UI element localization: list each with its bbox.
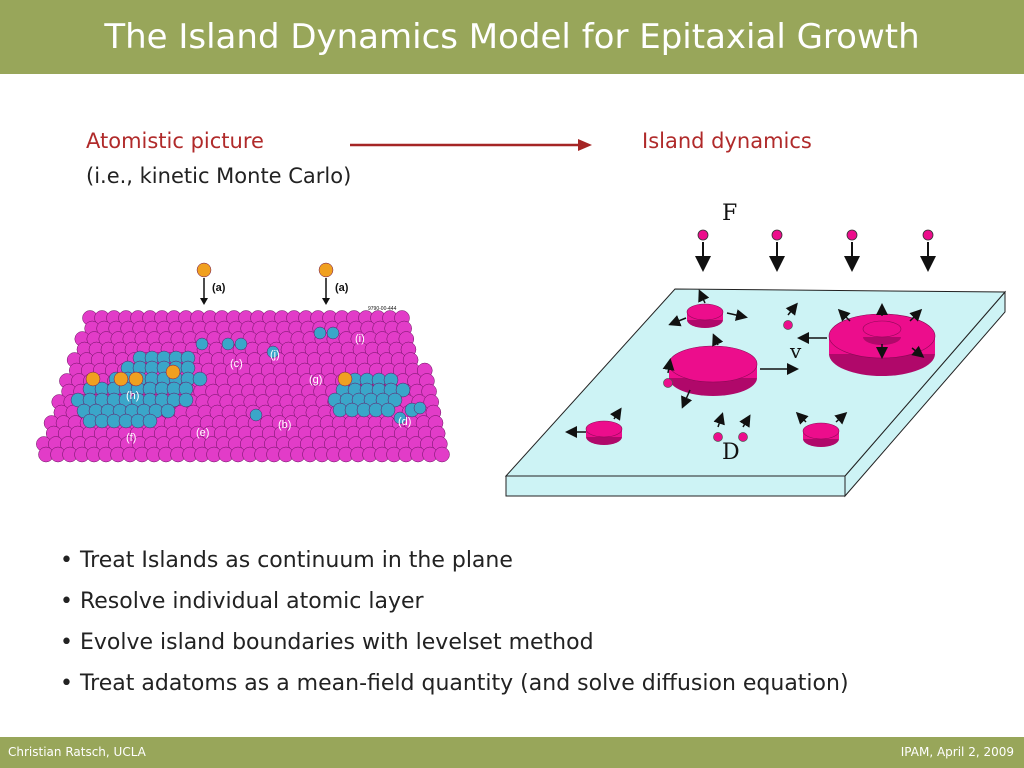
island-small-top (686, 303, 724, 328)
kmc-label-i: (i) (355, 333, 365, 345)
adatom (413, 401, 427, 415)
kmc-figure-id: 9790-00-444 (368, 306, 397, 312)
right-heading: Island dynamics (642, 129, 812, 153)
island-atom (380, 402, 396, 418)
island-dynamics-figure: F (504, 201, 1007, 498)
island-small-bottom-left (585, 420, 623, 445)
flux-label: F (722, 201, 737, 226)
adatom (234, 337, 248, 351)
deposited-adatom (337, 371, 353, 387)
adatom (313, 326, 327, 340)
left-subheading: (i.e., kinetic Monte Carlo) (86, 164, 352, 188)
kmc-figure: (a) (a) 9790-00-444 (b) (c) (d) (e) (f) … (36, 262, 450, 463)
footer-event: IPAM, April 2, 2009 (900, 745, 1014, 759)
substrate-front-face (505, 475, 846, 497)
bullet-item: • Resolve individual atomic layer (60, 589, 424, 614)
kmc-label-c: (c) (230, 358, 243, 370)
kmc-label-d: (d) (398, 416, 411, 428)
island-atom (387, 392, 403, 408)
adatom (221, 337, 235, 351)
diffusion-label: D (722, 440, 740, 465)
adatom (326, 326, 340, 340)
adatom (393, 411, 407, 425)
kmc-label-g: (g) (309, 374, 322, 386)
island-atom (178, 392, 194, 408)
bullet-item: • Evolve island boundaries with levelset… (60, 630, 594, 655)
adatom (195, 337, 209, 351)
island-atom (192, 371, 208, 387)
incoming-arrow-head (322, 298, 330, 305)
island-atom (395, 382, 411, 398)
bullet-item: • Treat Islands as continuum in the plan… (60, 548, 513, 573)
adatom (266, 345, 280, 359)
slide-title: The Island Dynamics Model for Epitaxial … (104, 17, 920, 57)
footer-author: Christian Ratsch, UCLA (8, 745, 146, 759)
transition-arrow-icon (350, 139, 592, 151)
kmc-label-b: (b) (278, 419, 291, 431)
kmc-label-h: (h) (126, 390, 139, 402)
deposited-adatom (85, 371, 101, 387)
left-heading: Atomistic picture (86, 129, 264, 153)
footer-bar: Christian Ratsch, UCLA IPAM, April 2, 20… (0, 737, 1024, 768)
deposited-adatom (165, 364, 181, 380)
bullet-item: • Treat adatoms as a mean-field quantity… (60, 671, 849, 696)
island-atom (160, 403, 176, 419)
motion-arrows (565, 289, 925, 438)
bullet-list: • Treat Islands as continuum in the plan… (60, 543, 980, 707)
deposited-adatom (128, 371, 144, 387)
kmc-label-a-left: (a) (212, 282, 226, 294)
incoming-adatom (318, 262, 334, 278)
incoming-adatom (196, 262, 212, 278)
substrate-atom (434, 446, 450, 463)
island-large-center (668, 345, 758, 396)
incoming-arrow-head (200, 298, 208, 305)
kmc-label-j: (j) (270, 349, 280, 361)
title-bar (0, 0, 1024, 74)
adatom-clusters (663, 320, 793, 442)
deposited-adatom (113, 371, 129, 387)
kmc-label-f: (f) (126, 432, 136, 444)
adatom (249, 408, 263, 422)
island-atom (142, 413, 158, 429)
island-small-bottom-right (802, 422, 840, 447)
velocity-label: v (789, 339, 802, 363)
kmc-label-e: (e) (196, 427, 209, 439)
kmc-label-a-right: (a) (335, 282, 349, 294)
deposition-flux-arrows (695, 229, 936, 272)
